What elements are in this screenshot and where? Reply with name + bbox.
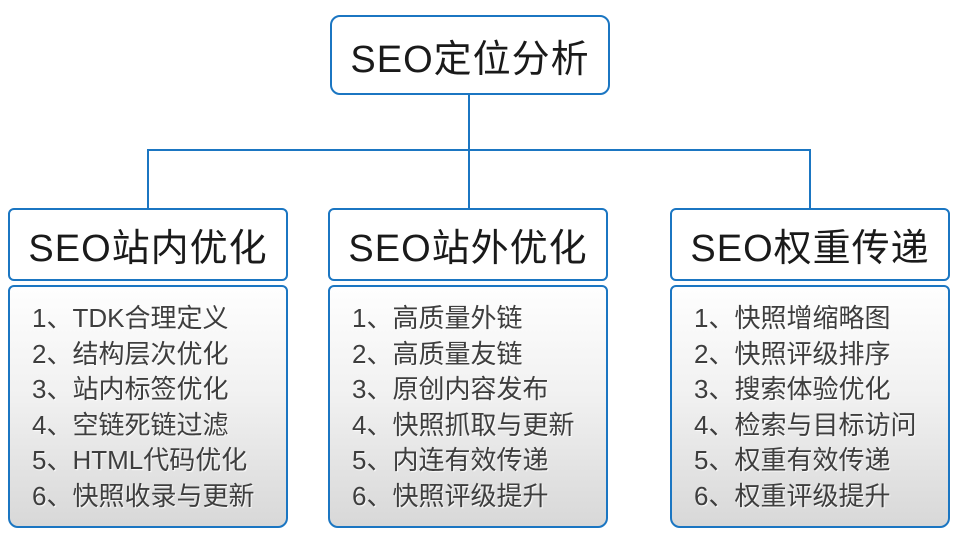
list-item: 1、TDK合理定义 bbox=[32, 303, 229, 333]
list-item: 5、HTML代码优化 bbox=[32, 445, 248, 475]
list-item: 2、快照评级排序 bbox=[694, 338, 891, 369]
branch-header-weight: SEO权重传递 bbox=[670, 208, 950, 281]
branch-list-onsite: 1、TDK合理定义 2、结构层次优化 3、站内标签优化 4、空链死链过滤 5、H… bbox=[8, 285, 288, 528]
list-item: 3、搜索体验优化 bbox=[694, 374, 891, 404]
branch-title: SEO权重传递 bbox=[690, 228, 930, 270]
list-item: 6、快照评级提升 bbox=[352, 480, 549, 511]
branch-title: SEO站外优化 bbox=[348, 228, 588, 270]
list-item: 4、空链死链过滤 bbox=[32, 409, 229, 440]
branch-list-weight: 1、快照增缩略图 2、快照评级排序 3、搜索体验优化 4、检索与目标访问 5、权… bbox=[670, 285, 950, 528]
branch-header-offsite: SEO站外优化 bbox=[328, 208, 608, 281]
list-item: 3、原创内容发布 bbox=[352, 374, 549, 404]
list-item: 5、内连有效传递 bbox=[352, 445, 549, 475]
list-item: 2、结构层次优化 bbox=[32, 338, 229, 369]
list-item: 2、高质量友链 bbox=[352, 338, 523, 369]
branch-title: SEO站内优化 bbox=[28, 228, 268, 270]
list-item: 1、快照增缩略图 bbox=[694, 303, 891, 333]
list-item: 6、快照收录与更新 bbox=[32, 480, 255, 511]
list-item: 5、权重有效传递 bbox=[694, 445, 891, 475]
root-node-seo-positioning: SEO定位分析 bbox=[330, 15, 610, 95]
list-item: 4、快照抓取与更新 bbox=[352, 409, 575, 440]
list-item: 6、权重评级提升 bbox=[694, 480, 891, 511]
list-item: 3、站内标签优化 bbox=[32, 374, 229, 404]
list-item: 1、高质量外链 bbox=[352, 303, 523, 333]
list-item: 4、检索与目标访问 bbox=[694, 409, 917, 440]
branch-header-onsite: SEO站内优化 bbox=[8, 208, 288, 281]
branch-list-offsite: 1、高质量外链 2、高质量友链 3、原创内容发布 4、快照抓取与更新 5、内连有… bbox=[328, 285, 608, 528]
root-node-title: SEO定位分析 bbox=[350, 38, 590, 81]
